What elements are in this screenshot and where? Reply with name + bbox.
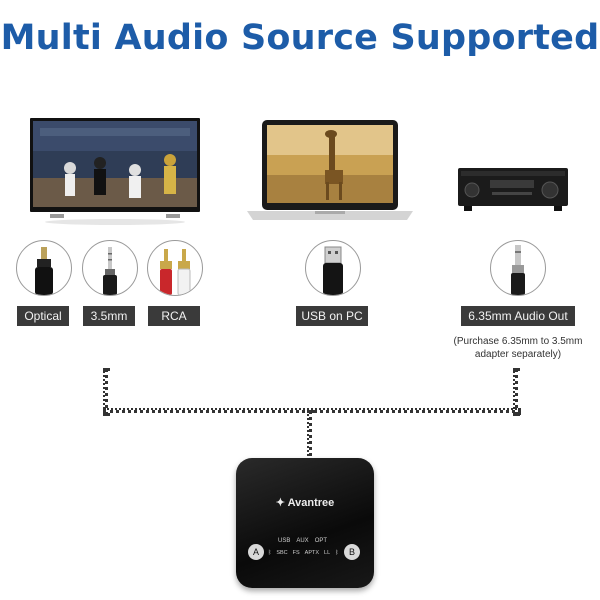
aux-jack-icon — [82, 240, 138, 296]
avantree-transmitter: ✦ Avantree USB AUX OPT ᛒ SBC FS APTX LL … — [236, 458, 374, 588]
av-receiver-image — [458, 168, 568, 216]
connector-right-vertical — [513, 368, 518, 416]
label-6-35mm-audio-out: 6.35mm Audio Out — [461, 306, 575, 326]
6-35mm-plug-icon — [490, 240, 546, 296]
button-a[interactable]: A — [248, 544, 264, 560]
rca-plug-icon — [147, 240, 203, 296]
brand-name: Avantree — [287, 497, 335, 509]
adapter-note: (Purchase 6.35mm to 3.5mm adapter separa… — [440, 335, 596, 361]
indicator-opt: OPT — [314, 538, 328, 544]
adapter-note-line2: adapter separately) — [474, 349, 562, 360]
page-title: Multi Audio Source Supported — [0, 18, 600, 58]
laptop-image — [245, 120, 415, 225]
label-optical: Optical — [17, 306, 69, 326]
connector-center-vertical — [307, 410, 312, 464]
connector-left-vertical — [103, 368, 108, 416]
button-b[interactable]: B — [344, 544, 360, 560]
label-3-5mm: 3.5mm — [83, 306, 135, 326]
connector-horizontal — [103, 408, 521, 413]
indicator-fs: FS — [292, 550, 300, 556]
button-a-label: A — [252, 547, 259, 557]
indicator-usb: USB — [278, 538, 291, 544]
indicator-top-row: USB AUX OPT — [278, 538, 338, 544]
button-b-label: B — [348, 547, 355, 557]
device-logo: ✦ Avantree — [236, 496, 374, 509]
indicator-aux: AUX — [296, 538, 309, 544]
label-rca: RCA — [148, 306, 200, 326]
optical-plug-icon — [16, 240, 72, 296]
indicator-aptx: APTX — [304, 550, 320, 556]
avantree-logo-icon: ✦ — [275, 497, 285, 509]
bluetooth-icon: ᛒ — [335, 550, 339, 556]
adapter-note-line1: (Purchase 6.35mm to 3.5mm — [453, 336, 583, 347]
indicator-ll: LL — [324, 550, 331, 556]
bluetooth-icon: ᛒ — [268, 550, 272, 556]
tv-image — [30, 118, 200, 228]
indicator-bottom-row: ᛒ SBC FS APTX LL ᛒ — [268, 550, 348, 556]
indicator-sbc: SBC — [276, 550, 288, 556]
label-usb-on-pc: USB on PC — [296, 306, 368, 326]
usb-plug-icon — [305, 240, 361, 296]
